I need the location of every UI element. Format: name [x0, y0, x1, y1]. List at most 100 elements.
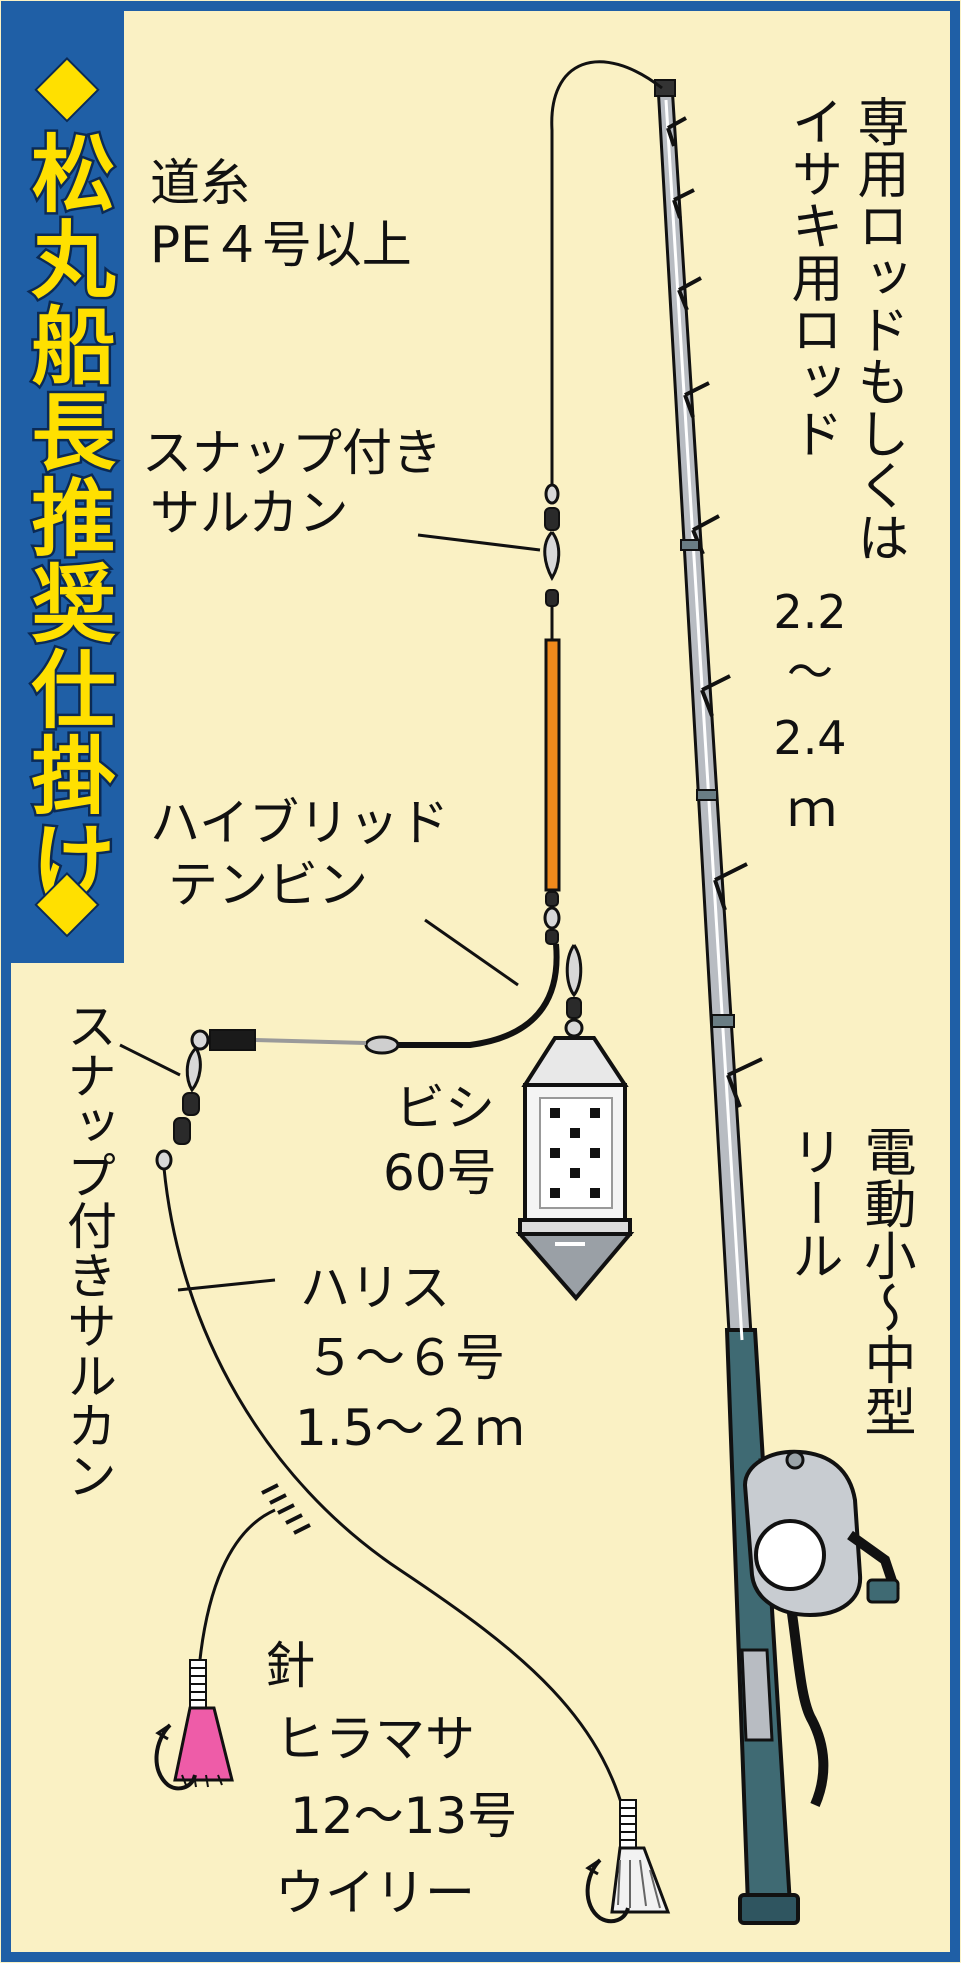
label-tenbin-1: ハイブリッド [150, 794, 449, 852]
label-rod-col1: 専用ロッドもしくは [848, 95, 908, 563]
label-tenbin-2: テンビン [168, 856, 368, 914]
label-rod-len4: ｍ [787, 780, 837, 838]
label-harisu-2: ５～６号 [305, 1329, 505, 1387]
label-rod-col2: イサキ用ロッド [782, 95, 842, 459]
left-swivel-eye [155, 1149, 173, 1171]
hole-5 [590, 1148, 600, 1158]
guide-3 [677, 276, 702, 311]
label-hari-4: ウイリー [275, 1864, 475, 1922]
bishi-ring [564, 1018, 584, 1038]
label-michiito-2: PE４号以上 [150, 216, 412, 274]
rod-grip-light [740, 1648, 774, 1742]
guide-2 [672, 188, 695, 219]
reel-handle-knob [866, 1578, 900, 1604]
hook-left-barb [155, 1723, 171, 1741]
label-bishi-1: ビシ [395, 1079, 495, 1137]
hole-6 [570, 1168, 580, 1178]
label-michiito-1: 道糸 [150, 154, 250, 212]
title-banner [11, 11, 124, 963]
label-rod-len3: 2.4 [773, 711, 846, 765]
label-rod-len1: 2.2 [773, 585, 846, 639]
branch-line [196, 1508, 276, 1681]
hook-right [585, 1799, 671, 1924]
branch-knot [261, 1483, 311, 1535]
hook-right-skirt [610, 1846, 671, 1914]
pointer-tenbin [424, 918, 519, 987]
hook-right-fringe [617, 1859, 661, 1909]
label-rod-len2: ～ [787, 645, 833, 699]
label-reel-col2: リール [782, 1125, 842, 1281]
rod-rings [680, 539, 735, 1028]
hook-left [154, 1659, 234, 1791]
title-diamond-top: ◆ [37, 39, 97, 129]
label-hari-1: 針 [265, 1637, 315, 1695]
hook-right-wrap-lines [620, 1807, 636, 1841]
hole-3 [570, 1128, 580, 1138]
top-swivel-body [544, 507, 560, 531]
hook-right-barb [585, 1858, 601, 1876]
hook-left-fringe [181, 1774, 223, 1788]
main-line [550, 60, 663, 485]
label-harisu-3: 1.5～２ｍ [295, 1399, 525, 1457]
bishi-band [518, 1218, 632, 1236]
label-snap-top-2: サルカン [150, 484, 349, 542]
knot-wraps [261, 1483, 311, 1535]
bishi-holes [550, 1108, 600, 1198]
tenbin-wire [254, 1038, 367, 1045]
guide-6 [700, 674, 731, 717]
harisu-line [162, 1167, 632, 1841]
bishi-snap [565, 944, 583, 998]
left-snap-ring [190, 1029, 210, 1051]
guide-1 [666, 116, 687, 147]
bishi-weight [515, 1232, 635, 1302]
title-diamond-bottom: ◆ [37, 854, 97, 944]
label-reel-col1: 電動小～中型 [855, 1125, 915, 1437]
tenbin-arm [385, 943, 560, 1048]
hole-1 [550, 1108, 560, 1118]
bishi-swivel [566, 997, 582, 1019]
tenbin-tube [544, 638, 561, 892]
hook-left-bend [154, 1723, 197, 1791]
label-snap-left: スナップ付きサルカン [59, 1000, 117, 1500]
label-snap-top-1: スナップ付き [142, 424, 442, 482]
title-text: 松丸船長推奨仕掛け [18, 130, 116, 904]
tenbin-arm-end [364, 1035, 400, 1055]
guide-4 [683, 381, 710, 418]
fishing-rod [654, 79, 800, 1925]
top-swivel-eye [544, 483, 560, 505]
label-hari-2: ヒラマサ [275, 1710, 475, 1768]
ring-2 [696, 789, 718, 801]
hole-4 [550, 1148, 560, 1158]
top-snap-swivel [543, 483, 561, 607]
rod-butt-cap [738, 1893, 800, 1925]
hole-2 [590, 1108, 600, 1118]
tenbin-ring [543, 906, 561, 930]
hook-right-bend [585, 1858, 630, 1924]
guide-8 [726, 1057, 763, 1108]
ring-3 [711, 1014, 735, 1028]
hook-left-skirt [173, 1706, 234, 1782]
label-harisu-1: ハリス [300, 1259, 450, 1317]
reel-cord [785, 1599, 829, 1807]
tenbin-joint [543, 891, 561, 945]
hook-left-wrap-lines [190, 1667, 206, 1701]
label-hari-3: 12～13号 [290, 1787, 517, 1845]
tenbin-arm-grip [209, 1029, 256, 1051]
hole-7 [550, 1188, 560, 1198]
electric-reel [742, 1449, 900, 1807]
left-snap-swivel [155, 1046, 202, 1171]
left-snap-hook [185, 1046, 202, 1093]
pointer-snap-left [119, 1043, 181, 1077]
left-swivel-body-1 [182, 1092, 200, 1116]
bishi-sinker [515, 944, 635, 1302]
reel-spool-cap [754, 1519, 826, 1591]
reel-level-wind [785, 1450, 805, 1470]
tenbin-swivel-bottom [545, 929, 559, 945]
guide-7 [713, 862, 748, 911]
top-snap-hook [543, 530, 561, 582]
left-swivel-body-2 [173, 1117, 191, 1145]
label-bishi-2: 60号 [383, 1144, 497, 1202]
